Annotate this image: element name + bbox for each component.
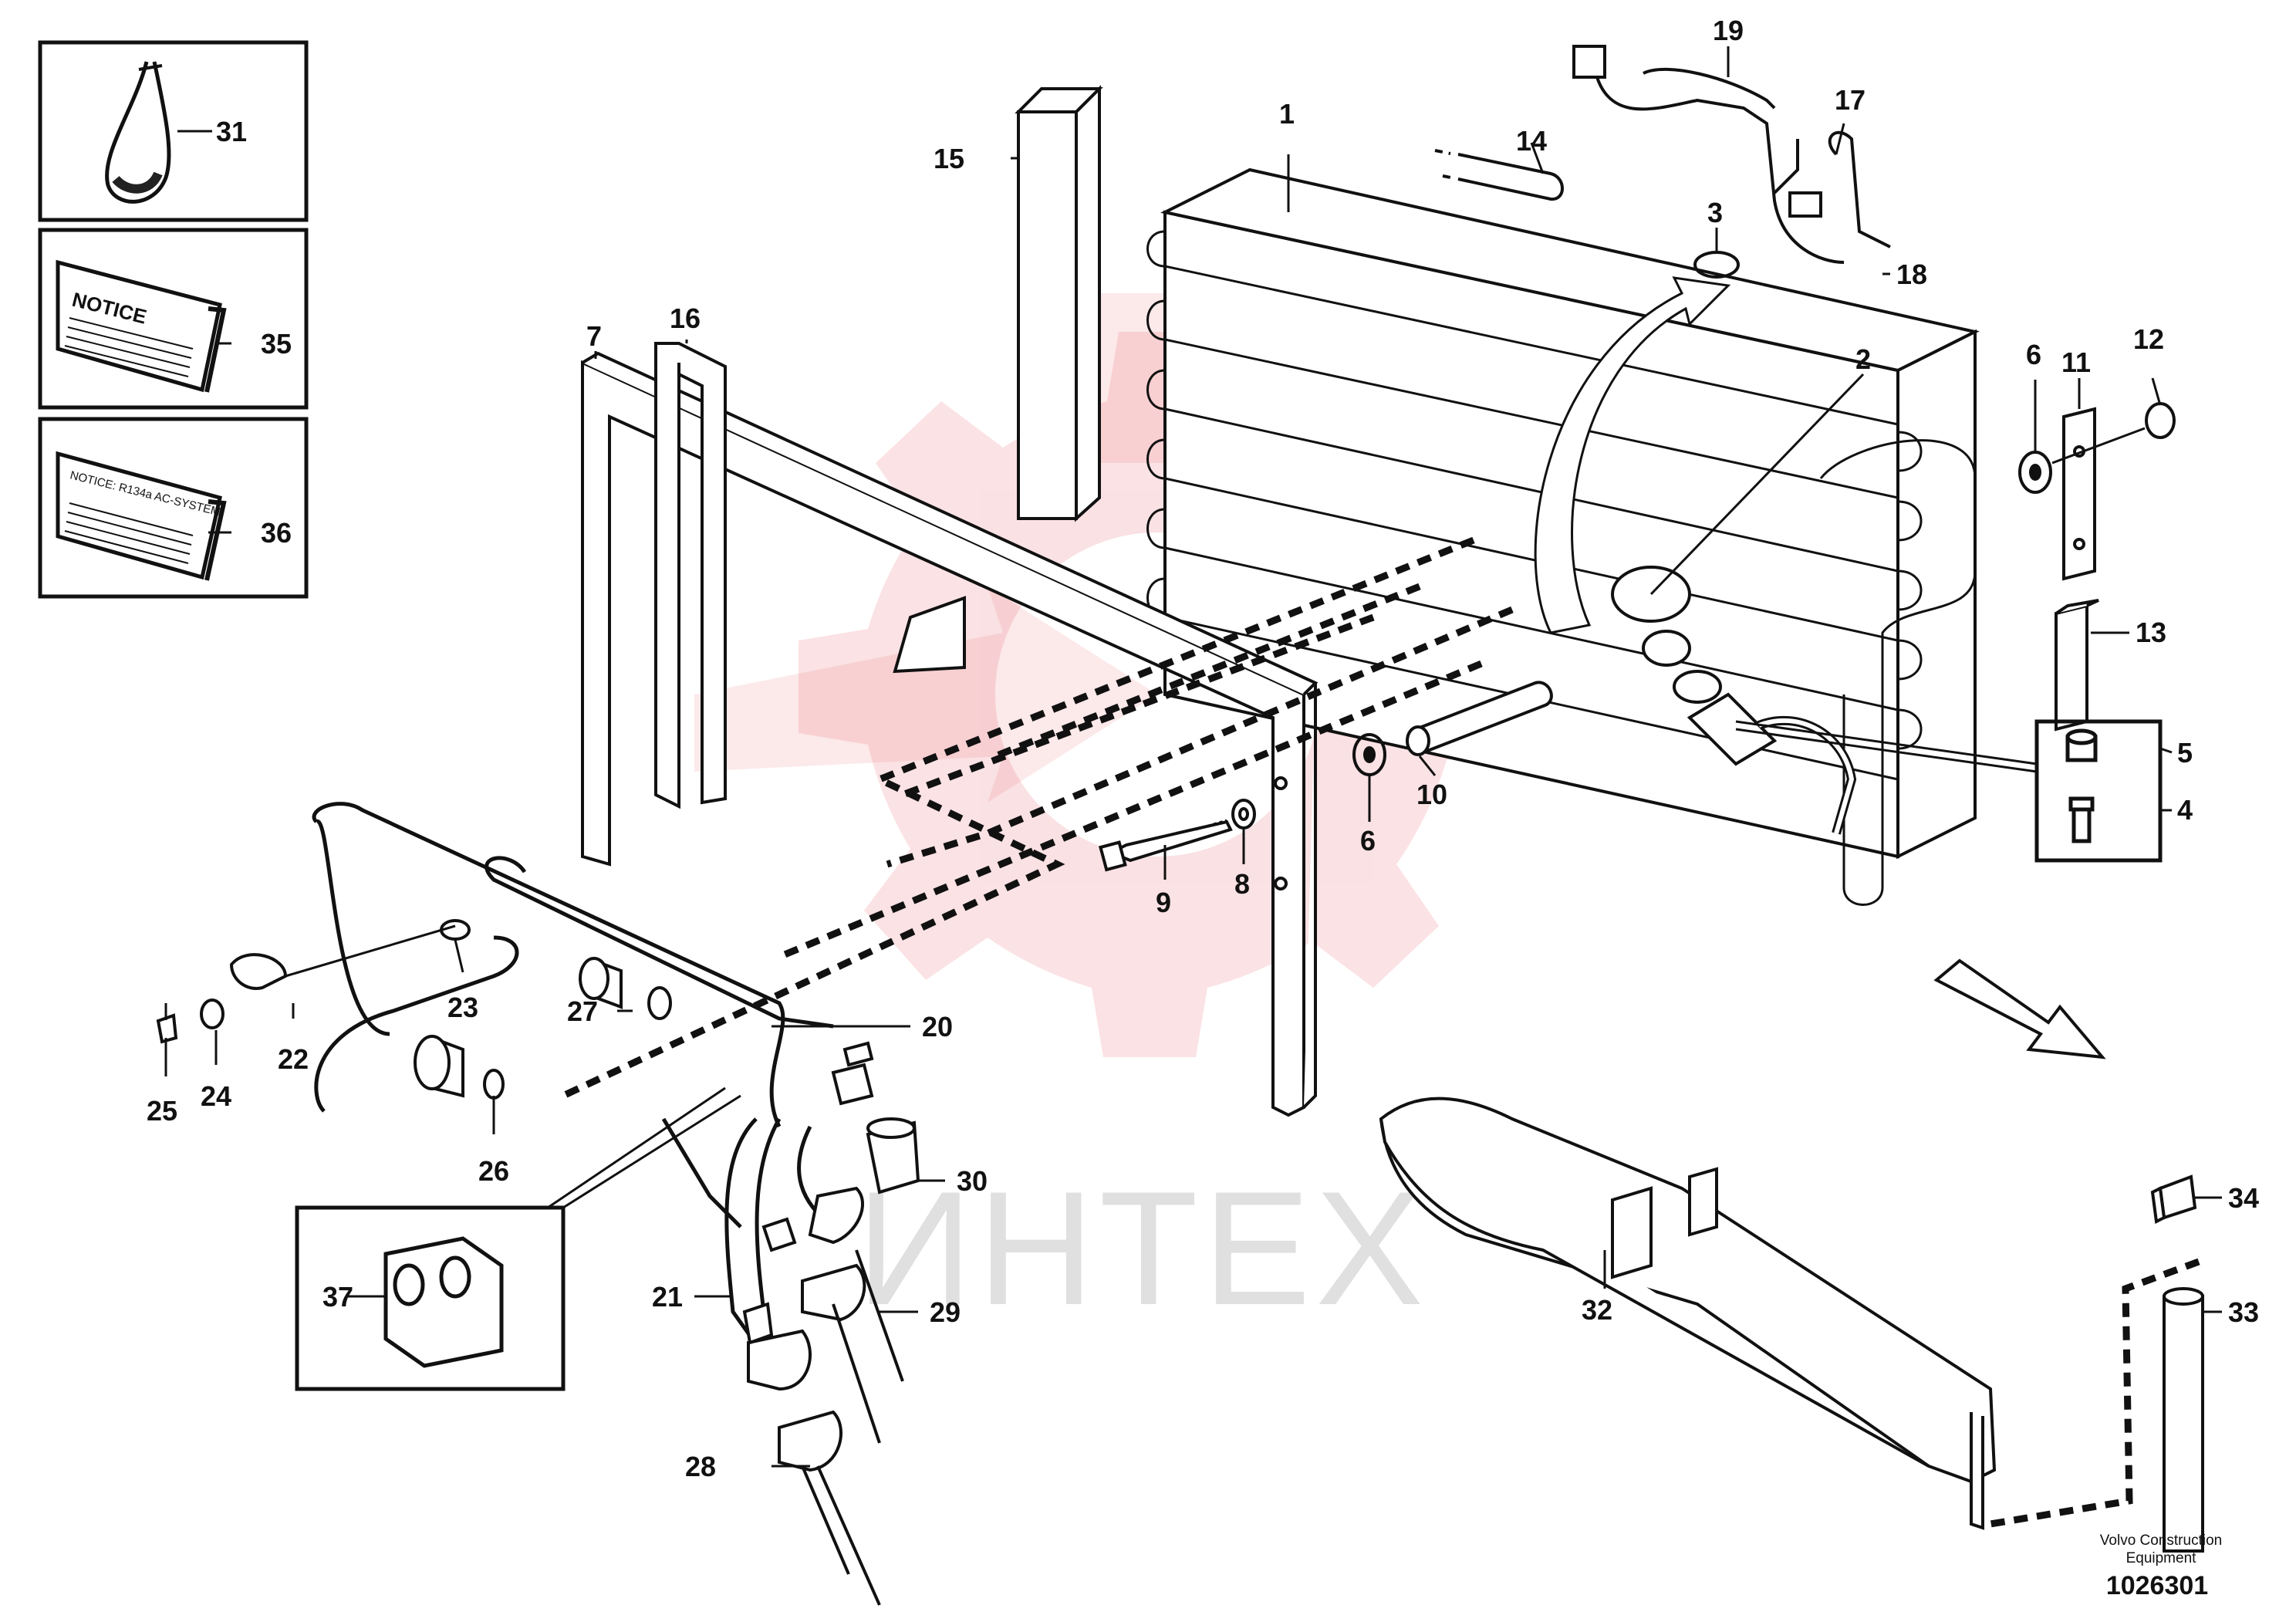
callout-8: 8 — [1234, 868, 1250, 900]
inset-cable-tie — [38, 40, 309, 222]
callout-7: 7 — [586, 320, 602, 352]
callout-3: 3 — [1707, 197, 1723, 228]
strap-bracket — [2062, 407, 2096, 581]
callout-20: 20 — [922, 1011, 953, 1042]
callout-36: 36 — [261, 517, 292, 549]
callout-11: 11 — [2061, 346, 2091, 378]
foam-block — [1015, 85, 1103, 522]
callout-10: 10 — [1416, 779, 1447, 810]
washer-6b — [2018, 451, 2052, 494]
direction-arrow-icon — [1933, 958, 2106, 1059]
hose-clip — [2150, 1174, 2197, 1225]
callout-17: 17 — [1835, 84, 1866, 116]
callout-33: 33 — [2228, 1296, 2259, 1328]
callout-21: 21 — [652, 1281, 683, 1313]
callout-31: 31 — [216, 116, 247, 147]
expansion-valve — [1611, 566, 1857, 835]
drain-tray — [1379, 1097, 1997, 1530]
callout-35: 35 — [261, 328, 292, 360]
callout-4: 4 — [2177, 794, 2193, 826]
callout-12: 12 — [2133, 323, 2164, 355]
foam-pad — [2055, 599, 2099, 732]
callout-16: 16 — [670, 302, 701, 334]
callout-1: 1 — [1279, 98, 1295, 130]
callout-34: 34 — [2228, 1182, 2259, 1214]
callout-9: 9 — [1156, 887, 1171, 918]
callout-26: 26 — [478, 1155, 509, 1187]
tube-ends — [742, 1186, 866, 1472]
callout-22: 22 — [278, 1043, 309, 1075]
brand-line-1: Volvo Construction — [2099, 1532, 2223, 1549]
inset-grommet — [295, 1086, 741, 1391]
callout-30: 30 — [957, 1165, 988, 1197]
drain-hose — [2163, 1287, 2204, 1553]
callout-14: 14 — [1516, 125, 1547, 157]
dashed-routes — [562, 536, 2200, 1528]
callout-6b: 6 — [2026, 339, 2041, 370]
callout-32: 32 — [1582, 1294, 1612, 1326]
watermark-text: ИНТЕХ — [856, 1157, 1428, 1339]
washer-6a — [1352, 733, 1386, 776]
clamp-22-line — [285, 924, 456, 978]
spacer-tube — [1406, 681, 1553, 756]
callout-29: 29 — [930, 1296, 961, 1328]
bolt — [1099, 819, 1233, 872]
pressure-switch — [831, 1041, 920, 1195]
callout-15: 15 — [934, 143, 964, 174]
callout-13: 13 — [2136, 617, 2166, 648]
callout-2: 2 — [1855, 343, 1871, 375]
callout-5: 5 — [2177, 737, 2193, 769]
callout-18: 18 — [1896, 259, 1927, 290]
tube-leaders — [801, 1249, 904, 1606]
callout-19: 19 — [1713, 15, 1744, 46]
gasket-strip — [1434, 149, 1564, 201]
callout-6a: 6 — [1360, 825, 1376, 857]
wire-harness — [1572, 45, 1891, 264]
callout-leaders — [164, 46, 2222, 1468]
callout-27: 27 — [567, 995, 598, 1027]
hose-assembly-20 — [312, 802, 834, 1228]
o-ring-3 — [1693, 251, 1740, 279]
part-callouts: 1 2 3 4 5 6 6 7 8 9 10 11 12 13 14 15 16… — [147, 15, 2259, 1482]
inset-notice-card — [38, 228, 309, 410]
callout-24: 24 — [201, 1080, 231, 1112]
inset-cap-valve — [1735, 719, 2163, 863]
brand-label: Volvo Construction Equipment — [2072, 1532, 2250, 1567]
document-number: 1026301 — [2105, 1571, 2209, 1600]
brand-line-2: Equipment — [2125, 1550, 2196, 1566]
callout-25: 25 — [147, 1095, 177, 1127]
side-rail — [654, 342, 727, 809]
callout-23: 23 — [447, 992, 478, 1023]
inset-r134a-card — [38, 417, 309, 599]
mounting-frame — [581, 351, 1319, 1117]
callout-37: 37 — [322, 1281, 353, 1313]
callout-28: 28 — [685, 1451, 716, 1482]
